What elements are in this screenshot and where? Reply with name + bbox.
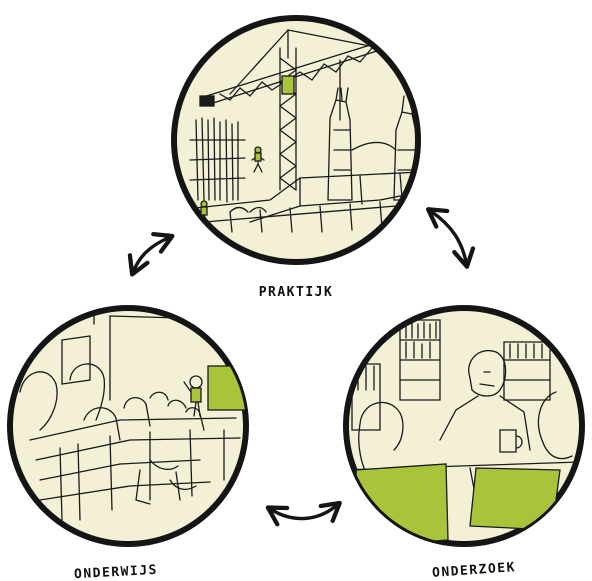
crane-cab-highlight bbox=[281, 75, 295, 95]
rebar-columns bbox=[189, 117, 246, 203]
teacher-figure bbox=[183, 375, 203, 417]
curved-arrow-onderwijs-onderzoek bbox=[265, 500, 342, 527]
onderwijs-label: ONDERWIJS bbox=[74, 563, 159, 581]
onderzoek-illustration bbox=[343, 305, 585, 547]
curved-arrow-praktijk-onderzoek bbox=[425, 207, 476, 269]
onderwijs-illustration bbox=[7, 305, 249, 547]
curved-arrow-praktijk-onderwijs bbox=[127, 231, 175, 277]
onderwijs-circle bbox=[7, 305, 249, 547]
laptop-highlight bbox=[469, 467, 561, 531]
praktijk-label: PRAKTIJK bbox=[259, 285, 334, 300]
concrete-towers bbox=[327, 87, 417, 201]
desks bbox=[29, 417, 241, 521]
onderzoek-label: ONDERZOEK bbox=[432, 560, 517, 581]
praktijk-illustration bbox=[171, 15, 421, 265]
construction-worker bbox=[200, 200, 208, 223]
students-group bbox=[19, 363, 205, 441]
construction-worker bbox=[251, 146, 265, 173]
laptop-highlight bbox=[355, 463, 449, 544]
